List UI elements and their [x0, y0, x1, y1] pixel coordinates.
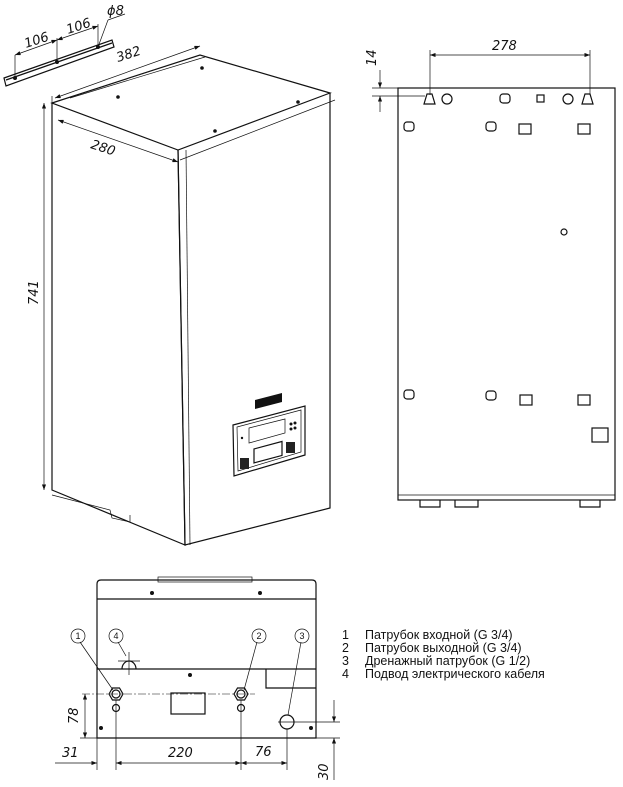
front-width-dim: 382 — [115, 44, 143, 66]
mounting-bracket: 106 106 ϕ8 — [3, 4, 126, 87]
mounting-slots — [403, 93, 609, 443]
svg-text:Патрубок входной (G 3/4): Патрубок входной (G 3/4) — [365, 628, 513, 642]
bracket-hole-dim: ϕ8 — [107, 4, 124, 19]
callout-2: 2 — [251, 628, 267, 644]
legend-item: 2 Патрубок выходной (G 3/4) — [342, 641, 522, 655]
dim-left-offset: 31 — [62, 746, 79, 761]
front-height-dim: 741 — [27, 280, 42, 305]
svg-text:Подвод электрического кабеля: Подвод электрического кабеля — [365, 667, 545, 681]
legend-item: 4 Подвод электрического кабеля — [342, 667, 545, 681]
svg-text:1: 1 — [342, 628, 349, 642]
boiler-front-iso-view: 382 280 741 — [27, 44, 336, 546]
rear-top-offset-dim: 14 — [365, 49, 380, 66]
callout-4: 4 — [108, 628, 124, 644]
svg-text:Дренажный патрубок (G 1/2): Дренажный патрубок (G 1/2) — [365, 654, 530, 668]
dim-pipe-spacing: 220 — [168, 746, 193, 761]
legend-item: 1 Патрубок входной (G 3/4) — [342, 628, 513, 642]
legend: 1 Патрубок входной (G 3/4) 2 Патрубок выхо… — [342, 628, 545, 681]
svg-text:Патрубок выходной (G 3/4): Патрубок выходной (G 3/4) — [365, 641, 522, 655]
legend-item: 3 Дренажный патрубок (G 1/2) — [342, 654, 530, 668]
boiler-bottom-view: 1 4 2 3 78 31 220 76 30 — [55, 576, 340, 780]
svg-text:3: 3 — [342, 654, 349, 668]
svg-text:3: 3 — [299, 631, 304, 641]
control-panel — [232, 393, 306, 477]
rear-spacing-dim: 278 — [492, 39, 517, 54]
svg-text:2: 2 — [342, 641, 349, 655]
callout-3: 3 — [294, 628, 310, 644]
bracket-dim-right: 106 — [65, 16, 93, 38]
dim-drain-height: 30 — [317, 763, 332, 780]
svg-text:2: 2 — [256, 631, 261, 641]
svg-text:1: 1 — [75, 631, 80, 641]
callout-1: 1 — [70, 628, 86, 644]
bracket-dim-left: 106 — [23, 30, 51, 52]
svg-text:4: 4 — [342, 667, 349, 681]
dim-pipe-height: 78 — [67, 707, 82, 724]
front-depth-dim: 280 — [89, 138, 117, 160]
svg-text:4: 4 — [113, 631, 118, 641]
dim-drain-offset: 76 — [255, 745, 272, 760]
boiler-rear-view: 278 14 — [365, 39, 616, 508]
